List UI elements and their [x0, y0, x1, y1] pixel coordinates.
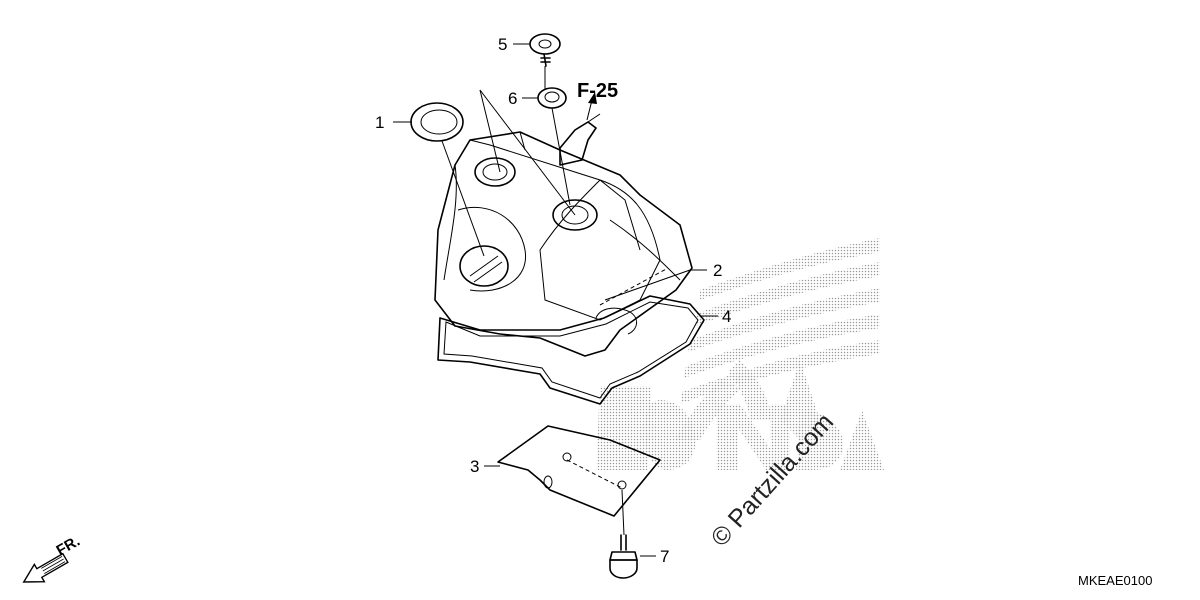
callout-1: 1	[375, 113, 384, 132]
callout-4: 4	[722, 307, 731, 326]
head-cover-gasket-inner	[443, 301, 699, 399]
front-direction-arrow-icon	[22, 552, 69, 583]
reference-f25: F-25	[577, 80, 618, 102]
breather-pipe	[559, 121, 597, 166]
cylinder-head-cover	[434, 113, 693, 357]
flange-bolt	[609, 534, 638, 579]
head-cover-gasket	[437, 295, 705, 405]
bolt-boss-left	[474, 157, 516, 187]
callout-7: 7	[660, 547, 669, 566]
honda-wing-logo	[596, 238, 884, 470]
callout-6: 6	[508, 89, 517, 108]
callout-5: 5	[498, 35, 507, 54]
heat-shield-plate	[497, 425, 661, 517]
rubber-grommet	[537, 87, 567, 109]
head-cover-bolt	[529, 33, 561, 67]
front-label: FR.	[54, 533, 83, 560]
leader-lines	[393, 43, 718, 557]
oil-seal-ring	[410, 102, 464, 142]
callout-2: 2	[713, 261, 722, 280]
callout-3: 3	[470, 457, 479, 476]
diagram-code: MKEAE0100	[1078, 573, 1152, 588]
bolt-boss-right	[552, 199, 598, 231]
oil-filler-cap	[459, 245, 509, 287]
